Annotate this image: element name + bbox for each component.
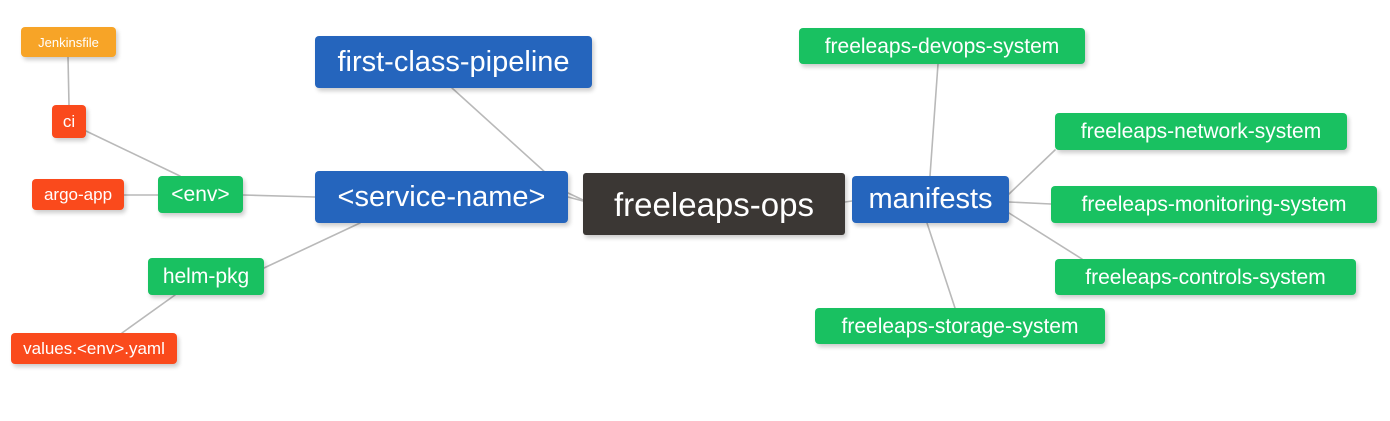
node-first-class-pipeline[interactable]: first-class-pipeline (315, 36, 592, 88)
node-label: <env> (171, 183, 230, 206)
node-label: freeleaps-ops (614, 185, 814, 223)
node-label: Jenkinsfile (38, 34, 99, 50)
node-label: freeleaps-monitoring-system (1081, 193, 1347, 216)
node-freeleaps-monitoring-system[interactable]: freeleaps-monitoring-system (1051, 186, 1377, 223)
node-label: freeleaps-storage-system (841, 314, 1079, 338)
node-freeleaps-controls-system[interactable]: freeleaps-controls-system (1055, 259, 1356, 295)
edge-env-to-ci (85, 130, 181, 177)
edge-helm-pkg-to-values-env-yaml (121, 294, 176, 334)
edge-manifests-to-freeleaps-network-system (1008, 149, 1056, 195)
node-label: manifests (868, 183, 993, 215)
edge-manifests-to-freeleaps-monitoring-system (1008, 201, 1052, 205)
node-label: freeleaps-controls-system (1085, 265, 1326, 289)
node-argo-app[interactable]: argo-app (32, 179, 124, 210)
edge-freeleaps-ops-to-service-name (567, 196, 584, 202)
edge-manifests-to-freeleaps-storage-system (926, 222, 956, 309)
node-manifests[interactable]: manifests (852, 176, 1009, 223)
edge-freeleaps-ops-to-manifests (844, 200, 853, 203)
node-jenkinsfile[interactable]: Jenkinsfile (21, 27, 116, 57)
node-freeleaps-network-system[interactable]: freeleaps-network-system (1055, 113, 1347, 150)
node-helm-pkg[interactable]: helm-pkg (148, 258, 264, 295)
node-label: <service-name> (337, 180, 546, 213)
node-label: first-class-pipeline (337, 45, 570, 78)
node-service-name[interactable]: <service-name> (315, 171, 568, 223)
node-env[interactable]: <env> (158, 176, 243, 213)
node-freeleaps-ops[interactable]: freeleaps-ops (583, 173, 845, 235)
node-values-env-yaml[interactable]: values.<env>.yaml (11, 333, 177, 364)
edge-service-name-to-helm-pkg (263, 222, 361, 269)
edge-manifests-to-freeleaps-devops-system (929, 63, 939, 177)
node-label: argo-app (43, 185, 113, 204)
node-freeleaps-storage-system[interactable]: freeleaps-storage-system (815, 308, 1105, 344)
node-label: helm-pkg (162, 265, 250, 288)
edge-ci-to-jenkinsfile (67, 56, 70, 106)
node-ci[interactable]: ci (52, 105, 86, 138)
node-label: freeleaps-devops-system (824, 34, 1060, 58)
edge-service-name-to-env (242, 194, 316, 198)
node-label: freeleaps-network-system (1080, 120, 1322, 143)
node-freeleaps-devops-system[interactable]: freeleaps-devops-system (799, 28, 1085, 64)
node-label: values.<env>.yaml (23, 339, 165, 358)
node-label: ci (62, 112, 76, 131)
